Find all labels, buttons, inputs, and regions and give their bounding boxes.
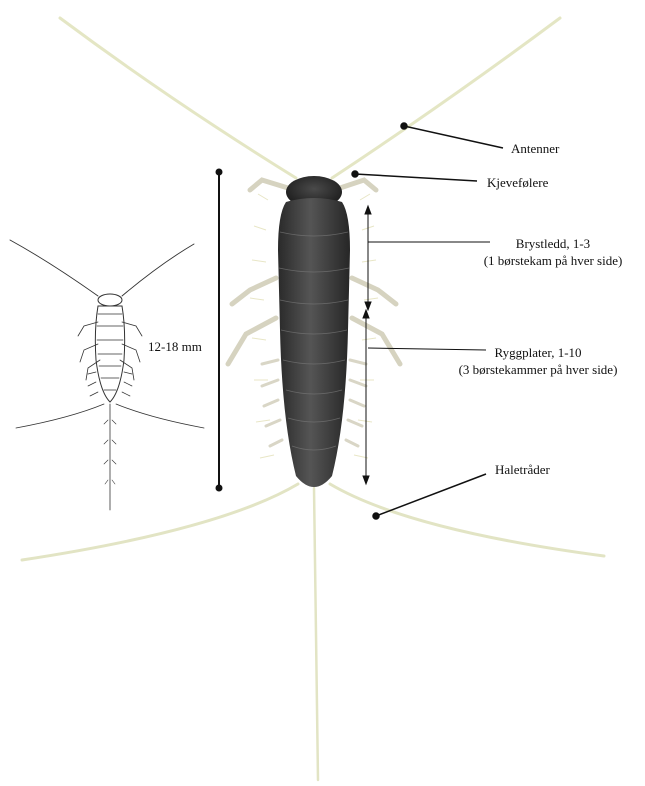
label-antennae: Antenner	[511, 140, 559, 157]
body-large	[278, 176, 350, 487]
thorax-range-arrow	[365, 206, 371, 310]
label-thorax-title: Brystledd, 1-3	[468, 235, 638, 252]
cerci-large	[22, 484, 604, 780]
label-abdomen-note: (3 børstekammer på hver side)	[438, 361, 638, 378]
abdomen-range-arrow	[363, 310, 369, 484]
label-size: 12-18 mm	[148, 338, 202, 355]
silverfish-small	[10, 240, 204, 510]
label-palps: Kjevefølere	[487, 174, 548, 191]
leader-lines	[352, 123, 503, 519]
label-cerci: Haletråder	[495, 461, 550, 478]
label-thorax-note: (1 børstekam på hver side)	[468, 252, 638, 269]
size-bar	[216, 169, 223, 492]
label-abdomen: Ryggplater, 1-10 (3 børstekammer på hver…	[438, 344, 638, 378]
antennae-large	[60, 18, 560, 178]
label-abdomen-title: Ryggplater, 1-10	[438, 344, 638, 361]
label-thorax: Brystledd, 1-3 (1 børstekam på hver side…	[468, 235, 638, 269]
